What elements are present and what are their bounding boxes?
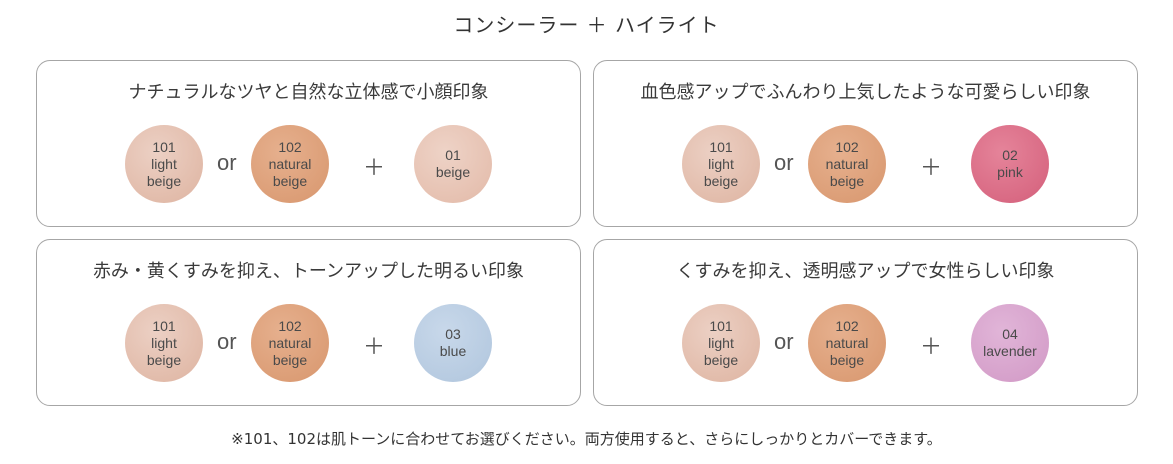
swatch-name: beige xyxy=(829,351,865,368)
or-label: or xyxy=(217,329,237,354)
swatch-101-light-beige: 101 light beige xyxy=(125,125,203,203)
swatch-name: beige xyxy=(272,351,308,368)
swatch-number: 101 xyxy=(152,138,176,155)
swatch-102-natural-beige: 102 natural beige xyxy=(251,125,329,203)
swatch-number: 102 xyxy=(278,138,302,155)
swatch-name: beige xyxy=(146,172,182,189)
swatch-name: pink xyxy=(997,164,1023,180)
card-title: ナチュラルなツヤと自然な立体感で小顔印象 xyxy=(128,82,489,103)
or-label: or xyxy=(774,329,794,354)
swatch-name: beige xyxy=(829,172,865,189)
swatch-02-pink: 02 pink xyxy=(971,125,1049,203)
combo-card-1: ナチュラルなツヤと自然な立体感で小顔印象 101 light beige or … xyxy=(36,60,581,227)
plus-sign: ＋ xyxy=(363,334,386,359)
card-title: 血色感アップでふんわり上気したような可愛らしい印象 xyxy=(640,82,1091,103)
swatch-number: 101 xyxy=(152,317,176,334)
swatch-name: beige xyxy=(703,351,739,368)
swatch-number: 102 xyxy=(835,317,859,334)
swatch-name: light xyxy=(708,334,734,351)
swatch-number: 101 xyxy=(709,317,733,334)
swatch-03-blue: 03 blue xyxy=(414,304,492,382)
footnote: ※101、102は肌トーンに合わせてお選びください。両方使用すると、さらにしっか… xyxy=(231,430,942,448)
plus-sign: ＋ xyxy=(363,155,386,180)
swatch-name: natural xyxy=(825,334,869,351)
swatch-name: natural xyxy=(268,155,312,172)
swatch-number: 102 xyxy=(278,317,302,334)
page-title: コンシーラー ＋ ハイライト xyxy=(453,13,720,37)
card-title: くすみを抑え、透明感アップで女性らしい印象 xyxy=(676,261,1055,282)
swatch-102-natural-beige: 102 natural beige xyxy=(808,304,886,382)
plus-sign: ＋ xyxy=(920,155,943,180)
swatch-101-light-beige: 101 light beige xyxy=(682,304,760,382)
swatch-name: light xyxy=(151,155,177,172)
swatch-number: 01 xyxy=(445,147,461,163)
swatch-number: 02 xyxy=(1002,147,1018,163)
swatch-01-beige: 01 beige xyxy=(414,125,492,203)
swatch-name: light xyxy=(708,155,734,172)
or-label: or xyxy=(217,150,237,175)
swatch-name: natural xyxy=(825,155,869,172)
swatch-name: natural xyxy=(268,334,312,351)
swatch-number: 03 xyxy=(445,326,461,342)
swatch-number: 04 xyxy=(1002,326,1018,342)
combo-card-2: 血色感アップでふんわり上気したような可愛らしい印象 101 light beig… xyxy=(593,60,1138,227)
or-label: or xyxy=(774,150,794,175)
swatch-name: beige xyxy=(435,164,471,180)
swatch-name: beige xyxy=(272,172,308,189)
swatch-04-lavender: 04 lavender xyxy=(971,304,1049,382)
swatch-name: light xyxy=(151,334,177,351)
swatch-name: beige xyxy=(146,351,182,368)
swatch-number: 102 xyxy=(835,138,859,155)
card-title: 赤み・黄くすみを抑え、トーンアップした明るい印象 xyxy=(92,261,525,282)
swatch-name: blue xyxy=(439,343,467,359)
plus-sign: ＋ xyxy=(920,334,943,359)
swatch-101-light-beige: 101 light beige xyxy=(682,125,760,203)
swatch-name: beige xyxy=(703,172,739,189)
swatch-102-natural-beige: 102 natural beige xyxy=(251,304,329,382)
combo-card-4: くすみを抑え、透明感アップで女性らしい印象 101 light beige or… xyxy=(593,239,1138,406)
swatch-number: 101 xyxy=(709,138,733,155)
swatch-name: lavender xyxy=(983,343,1037,359)
combo-card-3: 赤み・黄くすみを抑え、トーンアップした明るい印象 101 light beige… xyxy=(36,239,581,406)
swatch-102-natural-beige: 102 natural beige xyxy=(808,125,886,203)
swatch-101-light-beige: 101 light beige xyxy=(125,304,203,382)
